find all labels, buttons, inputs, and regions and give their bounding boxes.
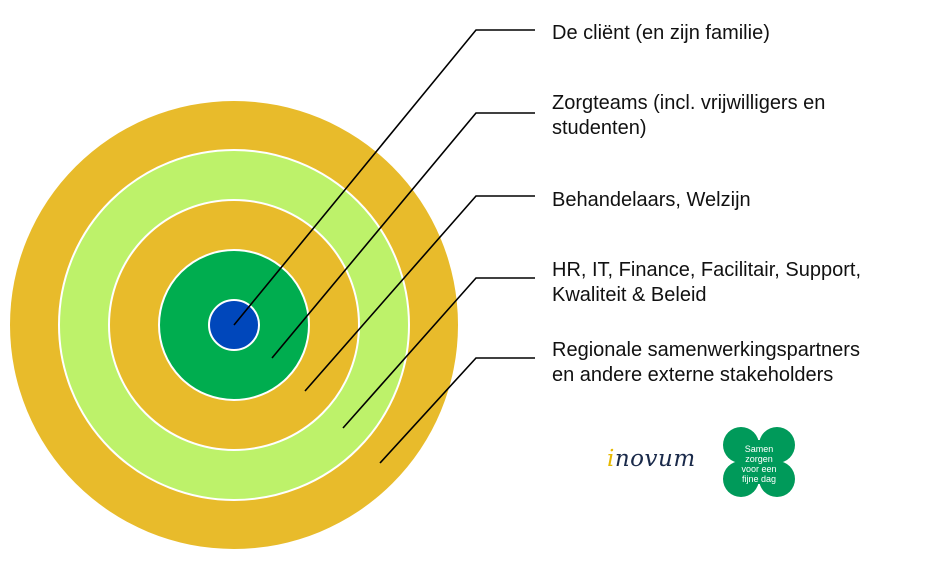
label-line: De cliënt (en zijn familie)	[552, 22, 770, 44]
slogan-line: fijne dag	[741, 474, 777, 484]
leader-line-4	[342, 277, 535, 429]
label-line: HR, IT, Finance, Facilitair, Support,	[552, 259, 862, 281]
label-stakeholders: Regionale samenwerkingspartners en andere…	[552, 338, 860, 388]
leader-line-5	[379, 357, 535, 464]
label-line: en andere externe stakeholders	[552, 364, 834, 386]
label-line: Kwaliteit & Beleid	[552, 284, 707, 306]
clover-slogan: Samen zorgen voor een fijne dag	[722, 444, 796, 484]
inovum-logo: inovum	[607, 446, 696, 472]
label-line: Zorgteams (incl. vrijwilligers en	[552, 92, 826, 114]
slogan-line: voor een	[741, 464, 777, 474]
logo-i: i	[607, 446, 615, 472]
slogan-line: zorgen	[745, 454, 773, 464]
leader-line-1	[233, 29, 535, 326]
clover-logo	[723, 427, 795, 497]
slogan-line: Samen	[744, 444, 774, 454]
label-line: studenten)	[552, 117, 647, 139]
label-behandelaars: Behandelaars, Welzijn	[552, 188, 751, 213]
logo-rest: novum	[614, 446, 696, 472]
label-support: HR, IT, Finance, Facilitair, Support, Kwa…	[552, 258, 861, 308]
label-line: Behandelaars, Welzijn	[552, 189, 751, 211]
leader-line-2	[271, 112, 535, 359]
leader-line-3	[304, 195, 535, 392]
label-zorgteams: Zorgteams (incl. vrijwilligers en student…	[552, 91, 825, 141]
label-client: De cliënt (en zijn familie)	[552, 21, 770, 46]
label-line: Regionale samenwerkingspartners	[552, 339, 860, 361]
